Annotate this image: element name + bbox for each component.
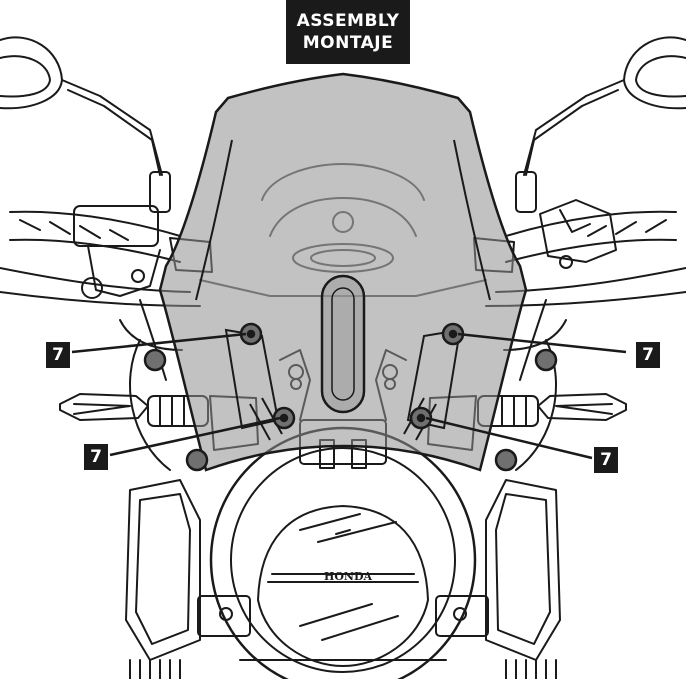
- left-indicator: [59, 393, 209, 427]
- screw-upper-right-outer: [534, 348, 558, 372]
- title-line-spanish: MONTAJE: [302, 33, 394, 53]
- headlight-logo: HONDA: [324, 570, 373, 583]
- callout-upper-left: 7: [46, 342, 70, 368]
- screw-lower-right-inner: [409, 406, 433, 430]
- right-mirror: [515, 36, 686, 213]
- callout-lower-right: 7: [594, 447, 618, 473]
- left-mirror: [0, 36, 171, 213]
- side-shrouds: [125, 339, 561, 661]
- leader-lower-left: [109, 416, 281, 457]
- radiator-grille: [129, 659, 557, 679]
- screw-lower-right-outer: [494, 448, 518, 472]
- screw-lower-left-outer: [185, 448, 209, 472]
- callout-upper-right: 7: [636, 342, 660, 368]
- leader-lower-right: [425, 416, 593, 460]
- screw-upper-left-outer: [143, 348, 167, 372]
- callout-lower-left: 7: [84, 444, 108, 470]
- screw-upper-right-inner: [441, 322, 465, 346]
- screw-lower-left-inner: [272, 406, 296, 430]
- title-banner: ASSEMBLY MONTAJE: [286, 0, 410, 64]
- screws: [143, 322, 558, 472]
- leader-lines: [71, 332, 627, 460]
- title-line-english: ASSEMBLY: [296, 11, 400, 31]
- right-indicator: [477, 393, 627, 427]
- headlight: [209, 426, 477, 679]
- windscreen: [158, 72, 528, 472]
- leader-upper-right: [457, 332, 627, 354]
- leader-upper-left: [71, 332, 247, 354]
